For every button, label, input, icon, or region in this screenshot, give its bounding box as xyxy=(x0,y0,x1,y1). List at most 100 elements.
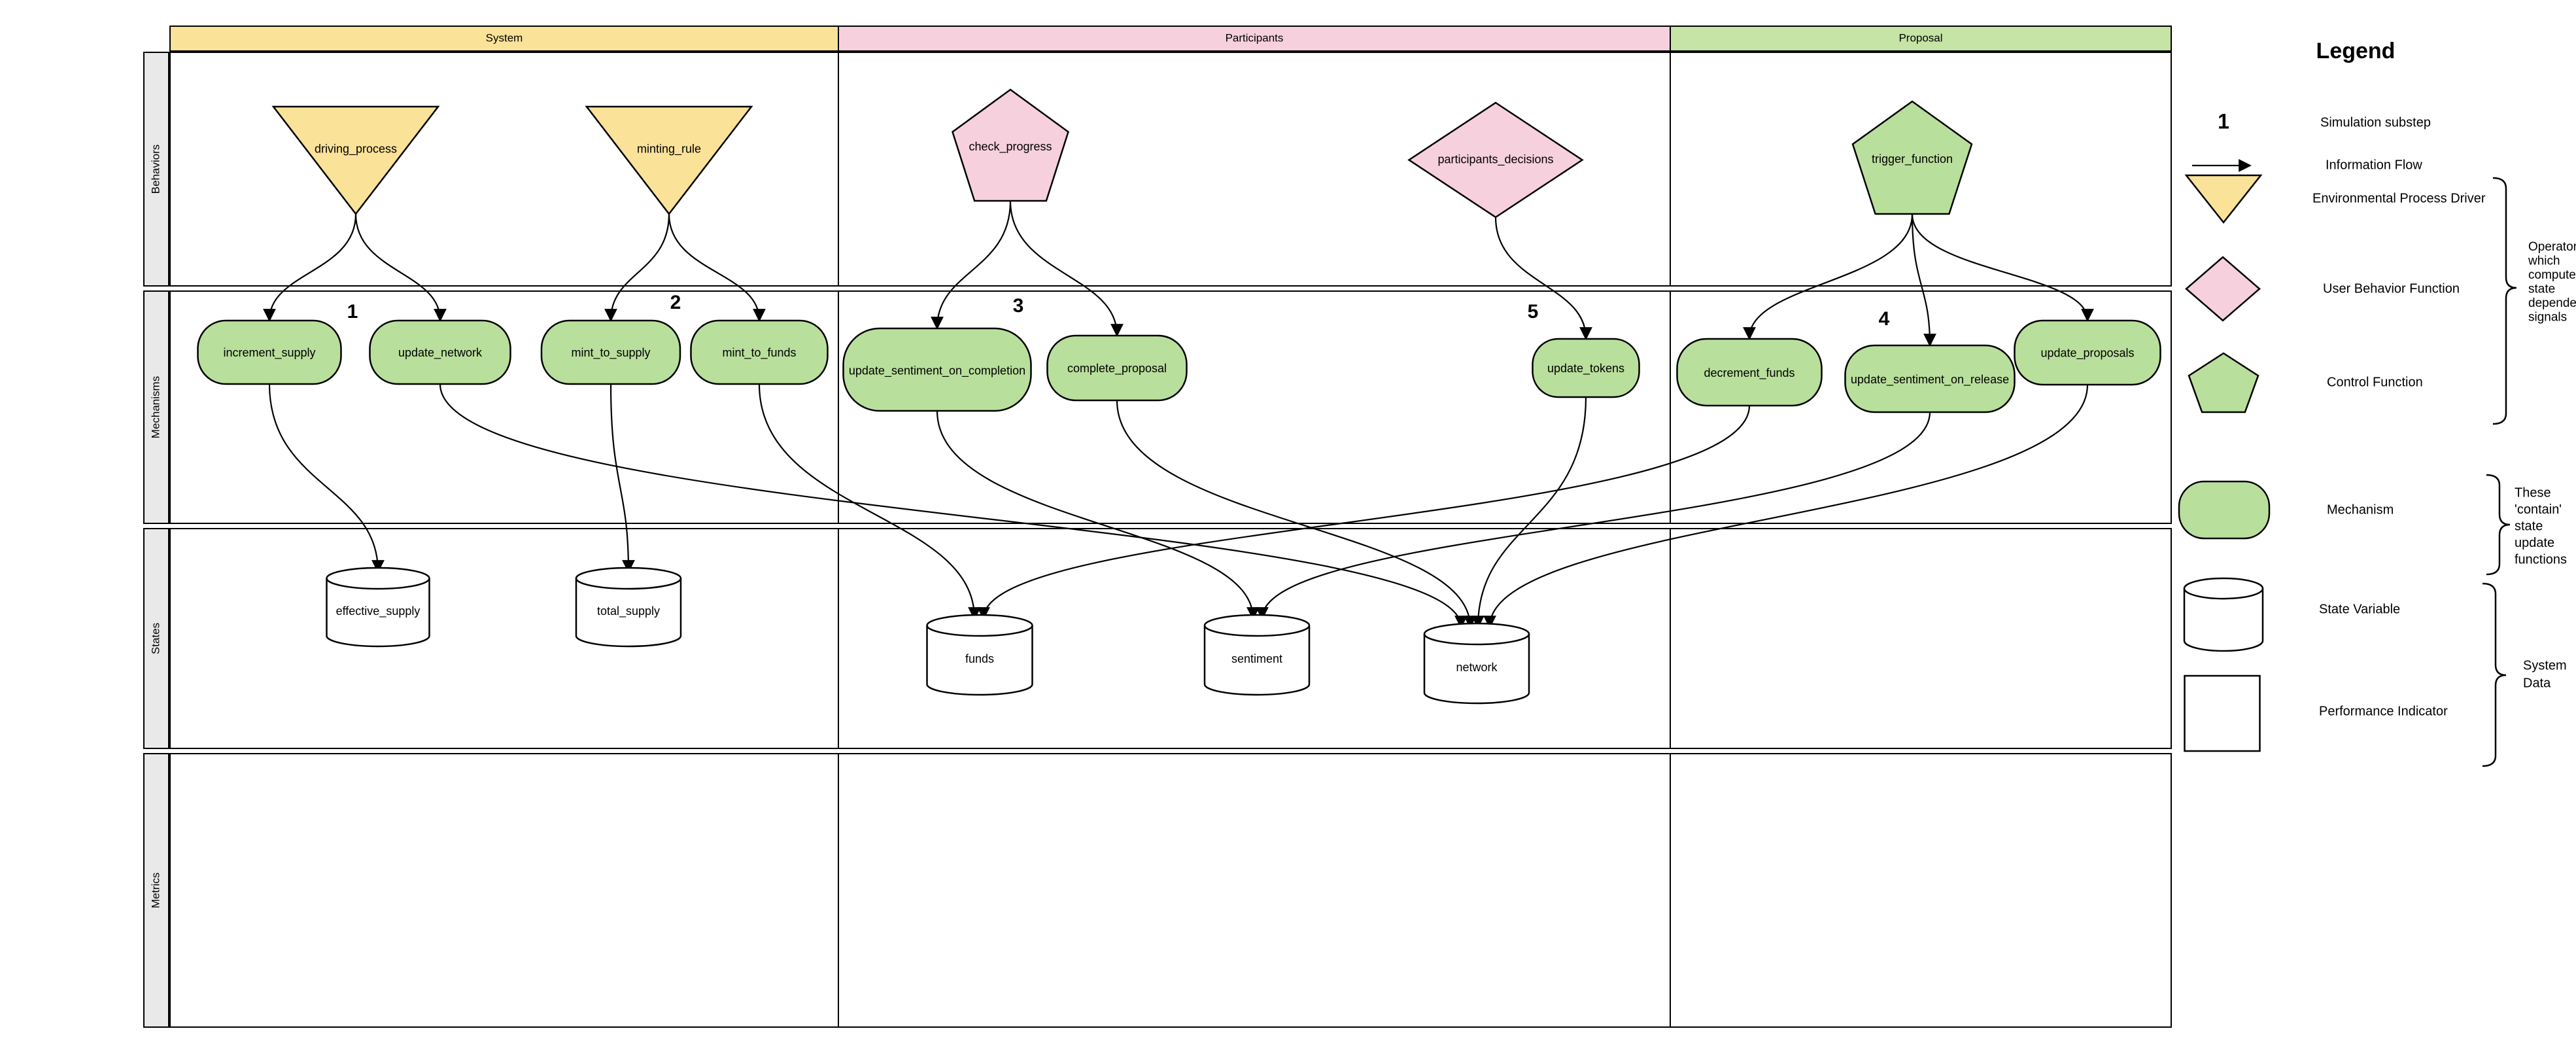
node-label-effective_supply: effective_supply xyxy=(336,604,421,618)
node-label-increment_supply: increment_supply xyxy=(223,346,315,360)
column-header-label-proposal: Proposal xyxy=(1898,31,1942,44)
legend-label-performance-indicator: Performance Indicator xyxy=(2319,704,2448,718)
edge-decrement_funds-to-funds[interactable] xyxy=(977,405,1751,620)
lane-label-mechanisms: Mechanisms xyxy=(149,376,162,438)
edge-update_network-to-network[interactable] xyxy=(439,383,1468,629)
edge-trigger_function-to-update_sentiment_on_release[interactable] xyxy=(1911,213,1936,347)
edge-mint_to_supply-to-total_supply[interactable] xyxy=(610,383,635,573)
legend-brace-2 xyxy=(2482,582,2507,767)
node-label-update_tokens: update_tokens xyxy=(1547,362,1624,376)
node-update_sentiment_on_release[interactable] xyxy=(1844,344,2016,413)
legend-control-function-icon xyxy=(2188,352,2259,413)
cell-behaviors-system xyxy=(169,52,839,287)
node-increment_supply[interactable] xyxy=(197,319,342,385)
node-funds[interactable] xyxy=(926,614,1033,696)
node-check_progress[interactable] xyxy=(952,88,1069,202)
node-decrement_funds[interactable] xyxy=(1676,338,1823,407)
node-update_sentiment_on_completion[interactable] xyxy=(842,327,1032,412)
edge-minting_rule-to-mint_to_supply[interactable] xyxy=(604,213,670,322)
lane-label-behaviors: Behaviors xyxy=(149,145,162,194)
column-header-proposal[interactable] xyxy=(1670,26,2172,52)
legend-brace-0 xyxy=(2492,177,2517,425)
node-label-mint_to_funds: mint_to_funds xyxy=(722,346,796,360)
node-minting_rule[interactable] xyxy=(585,105,753,216)
legend-user-behavior-function-icon xyxy=(2185,256,2261,322)
cell-metrics-participants xyxy=(838,753,1671,1028)
legend-title: Legend xyxy=(2316,39,2396,63)
edge-participants_decisions-to-update_tokens[interactable] xyxy=(1494,217,1592,340)
lane-label-states: States xyxy=(149,623,162,654)
node-label-sentiment: sentiment xyxy=(1231,652,1282,665)
legend-state-variable-icon xyxy=(2183,577,2264,652)
legend-label-mechanism: Mechanism xyxy=(2327,502,2394,517)
edge-trigger_function-to-decrement_funds[interactable] xyxy=(1743,213,1914,340)
node-label-decrement_funds: decrement_funds xyxy=(1704,366,1795,380)
node-update_tokens[interactable] xyxy=(1532,338,1640,398)
lane-label-cell-mechanisms[interactable] xyxy=(143,290,169,524)
legend-label-control-function: Control Function xyxy=(2327,375,2423,389)
node-mint_to_supply[interactable] xyxy=(540,319,681,385)
legend-label-information-flow: Information Flow xyxy=(2326,158,2422,172)
node-label-network: network xyxy=(1456,661,1498,674)
cell-states-proposal xyxy=(1670,528,2172,749)
legend-performance-indicator-icon xyxy=(2184,674,2261,752)
node-total_supply[interactable] xyxy=(575,567,682,648)
substep-number-4: 4 xyxy=(1879,308,1890,330)
node-label-update_proposals: update_proposals xyxy=(2040,347,2134,360)
edge-mint_to_funds-to-funds[interactable] xyxy=(758,383,981,620)
node-label-check_progress: check_progress xyxy=(969,140,1052,154)
edge-check_progress-to-update_sentiment_on_completion[interactable] xyxy=(931,200,1012,330)
edge-update_sentiment_on_completion-to-sentiment[interactable] xyxy=(936,410,1260,620)
edge-driving_process-to-increment_supply[interactable] xyxy=(263,213,357,322)
legend-brace-1 xyxy=(2486,474,2511,576)
node-label-total_supply: total_supply xyxy=(597,604,660,618)
lane-label-cell-metrics[interactable] xyxy=(143,753,169,1028)
node-driving_process[interactable] xyxy=(271,105,440,216)
node-participants_decisions[interactable] xyxy=(1407,101,1584,219)
legend-label-user-behavior-function: User Behavior Function xyxy=(2323,281,2460,296)
node-label-trigger_function: trigger_function xyxy=(1872,152,1953,166)
edge-driving_process-to-update_network[interactable] xyxy=(354,213,447,322)
node-label-complete_proposal: complete_proposal xyxy=(1067,362,1167,376)
node-update_network[interactable] xyxy=(369,319,511,385)
legend-annotation-0: Operatorswhichcomputestatedependentsigna… xyxy=(2528,240,2576,324)
node-sentiment[interactable] xyxy=(1203,614,1311,696)
edge-minting_rule-to-mint_to_funds[interactable] xyxy=(668,213,766,322)
cell-states-system xyxy=(169,528,839,749)
node-effective_supply[interactable] xyxy=(326,567,430,648)
lane-label-cell-states[interactable] xyxy=(143,528,169,749)
node-network[interactable] xyxy=(1423,622,1530,705)
lane-label-metrics: Metrics xyxy=(149,873,162,909)
node-label-update_network: update_network xyxy=(398,346,483,360)
edge-update_proposals-to-network[interactable] xyxy=(1483,384,2089,629)
edge-complete_proposal-to-network[interactable] xyxy=(1116,400,1477,629)
legend-label-state-variable: State Variable xyxy=(2319,602,2400,616)
node-complete_proposal[interactable] xyxy=(1046,334,1188,402)
column-header-label-participants: Participants xyxy=(1226,31,1284,44)
legend-label-environmental-process-driver: Environmental Process Driver xyxy=(2312,191,2486,205)
substep-number-1: 1 xyxy=(347,301,358,323)
node-label-minting_rule: minting_rule xyxy=(637,142,701,156)
column-header-participants[interactable] xyxy=(838,26,1671,52)
node-update_proposals[interactable] xyxy=(2014,319,2161,386)
edge-increment_supply-to-effective_supply[interactable] xyxy=(268,383,385,573)
legend-environmental-process-driver-icon xyxy=(2184,174,2263,224)
substep-number-3: 3 xyxy=(1013,295,1024,317)
node-label-funds: funds xyxy=(965,652,994,665)
legend-symbol-simulation-substep: 1 xyxy=(2218,109,2229,133)
node-mint_to_funds[interactable] xyxy=(690,319,829,385)
edge-check_progress-to-complete_proposal[interactable] xyxy=(1009,200,1124,337)
column-header-label-system: System xyxy=(486,31,523,44)
node-label-mint_to_supply: mint_to_supply xyxy=(571,346,650,360)
edge-trigger_function-to-update_proposals[interactable] xyxy=(1911,213,2094,322)
lane-label-cell-behaviors[interactable] xyxy=(143,52,169,287)
node-label-update_sentiment_on_completion: update_sentiment_on_completion xyxy=(849,364,1025,377)
edge-update_tokens-to-network[interactable] xyxy=(1471,396,1587,629)
edge-update_sentiment_on_release-to-sentiment[interactable] xyxy=(1256,411,1931,620)
node-trigger_function[interactable] xyxy=(1851,100,1973,215)
node-label-driving_process: driving_process xyxy=(315,142,397,156)
cell-metrics-system xyxy=(169,753,839,1028)
